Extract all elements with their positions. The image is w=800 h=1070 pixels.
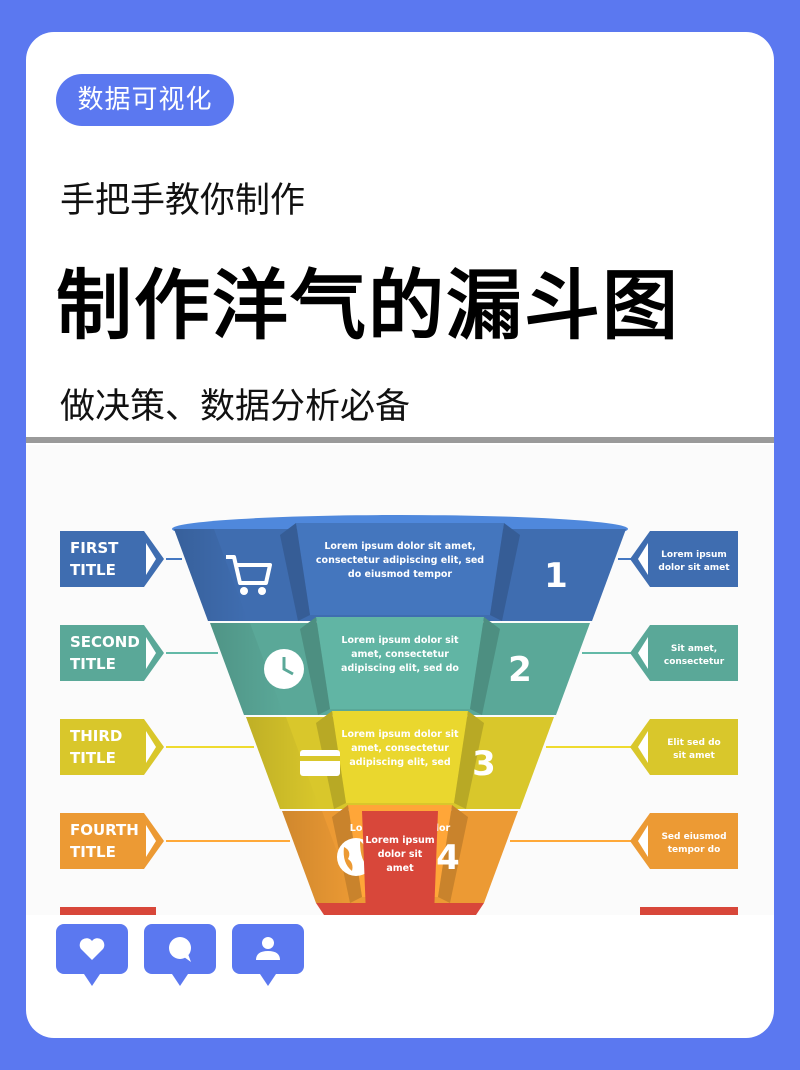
- note-text: Sit amet,: [671, 644, 717, 654]
- note-text: consectetur: [664, 657, 725, 667]
- title-tag-arrow: [146, 731, 156, 763]
- funnel-bottom-column: [362, 811, 438, 915]
- user-icon: [232, 924, 304, 986]
- title-tag-arrow: [146, 543, 156, 575]
- funnel-bottom-text: Lorem ipsum: [365, 835, 434, 846]
- title-tag: [60, 625, 164, 681]
- funnel-center-text: amet, consectetur: [351, 649, 449, 660]
- funnel-inner-column: [316, 617, 484, 709]
- subtitle-bottom: 做决策、数据分析必备: [60, 387, 411, 427]
- title-line-1: FIRST: [70, 539, 119, 557]
- note-text: tempor do: [668, 845, 721, 855]
- title-line-1: FOURTH: [70, 821, 139, 839]
- funnel-center-text: Lorem ipsum dolor sit: [341, 635, 459, 646]
- credit-card-icon: [300, 750, 340, 776]
- funnel-center-text: adipiscing elit, sed do: [341, 663, 459, 674]
- funnel-center-text: adipiscing elit, sed: [349, 757, 450, 768]
- note-tag: [630, 813, 738, 869]
- note-text: Lorem ipsum: [661, 550, 727, 560]
- funnel-band-shade: [246, 717, 320, 809]
- headline: 制作洋气的漏斗图: [56, 261, 680, 350]
- note-tag-arrow: [638, 637, 648, 669]
- funnel-level-number: 4: [436, 838, 460, 878]
- funnel-inner-column: [332, 711, 468, 803]
- note-tag: [630, 625, 738, 681]
- like-button[interactable]: [56, 924, 128, 986]
- title-line-1: SECOND: [70, 633, 140, 651]
- funnel-band-shade: [282, 811, 356, 903]
- funnel-level-number: 2: [508, 650, 532, 690]
- note-tag: [630, 719, 738, 775]
- category-tag[interactable]: 数据可视化: [56, 74, 234, 126]
- funnel-center-text: amet, consectetur: [351, 743, 449, 754]
- funnel-inner-bevel: [300, 617, 330, 715]
- funnel-band-shade: [174, 529, 248, 621]
- funnel-diagram: Lorem ipsum dolor sit amet, consectetur a…: [26, 445, 774, 915]
- title-line-1: THIRD: [70, 727, 122, 745]
- funnel-inner-bevel: [438, 805, 468, 903]
- funnel-inner-bevel: [470, 617, 500, 715]
- title-line-2: TITLE: [70, 749, 116, 767]
- heart-icon: [56, 924, 128, 986]
- note-text: Elit sed do: [667, 738, 720, 748]
- note-tag-arrow: [638, 731, 648, 763]
- funnel-center-text: Lorem ipsum dolor sit amet,: [324, 541, 475, 552]
- clock-icon: [264, 649, 304, 689]
- funnel-inner-bevel: [490, 523, 520, 621]
- divider: [26, 437, 774, 443]
- title-tag-arrow: [146, 825, 156, 857]
- funnel-inner-bevel: [280, 523, 310, 621]
- funnel-center-text: do eiusmod tempor: [348, 569, 452, 580]
- title-tag: [60, 813, 164, 869]
- funnel-level-number: 3: [472, 744, 496, 784]
- clock-hands: [282, 657, 294, 676]
- funnel-bottom-text: dolor sit: [378, 849, 423, 860]
- funnel-bottom-text: amet: [386, 863, 414, 874]
- chat-bubble-icon: [144, 924, 216, 986]
- comment-button[interactable]: [144, 924, 216, 986]
- title-line-2: TITLE: [70, 843, 116, 861]
- cart-wheel: [240, 587, 248, 595]
- funnel-svg: Lorem ipsum dolor sit amet, consectetur a…: [60, 515, 738, 915]
- subtitle-top: 手把手教你制作: [60, 181, 306, 221]
- cart-body: [226, 555, 272, 585]
- note-text: sit amet: [673, 751, 715, 761]
- card-body: [300, 750, 340, 776]
- funnel-inner-column: [296, 523, 504, 615]
- title-line-2: TITLE: [70, 561, 116, 579]
- funnel-center-text: consectetur adipiscing elit, sed: [316, 555, 484, 566]
- funnel-band-shade: [210, 623, 284, 715]
- note-tag-arrow: [638, 825, 648, 857]
- title-line-2: TITLE: [70, 655, 116, 673]
- note-tag-arrow: [638, 543, 648, 575]
- post-card: 数据可视化 手把手教你制作 制作洋气的漏斗图 做决策、数据分析必备 Lorem …: [26, 32, 774, 1038]
- title-tag-partial: [60, 907, 156, 915]
- note-tag-partial: [640, 907, 738, 915]
- cart-wheel: [258, 587, 266, 595]
- title-tag-arrow: [146, 637, 156, 669]
- title-tag: [60, 531, 164, 587]
- shopping-cart-icon: [226, 555, 272, 595]
- note-text: Sed eiusmod: [661, 832, 726, 842]
- funnel-inner-bevel: [454, 711, 484, 809]
- funnel-center-text: Lorem ipsum dolor sit: [341, 729, 459, 740]
- title-tag: [60, 719, 164, 775]
- profile-button[interactable]: [232, 924, 304, 986]
- card-stripe: [300, 756, 340, 761]
- note-tag: [630, 531, 738, 587]
- funnel-level-number: 1: [544, 556, 568, 596]
- note-text: dolor sit amet: [658, 563, 730, 573]
